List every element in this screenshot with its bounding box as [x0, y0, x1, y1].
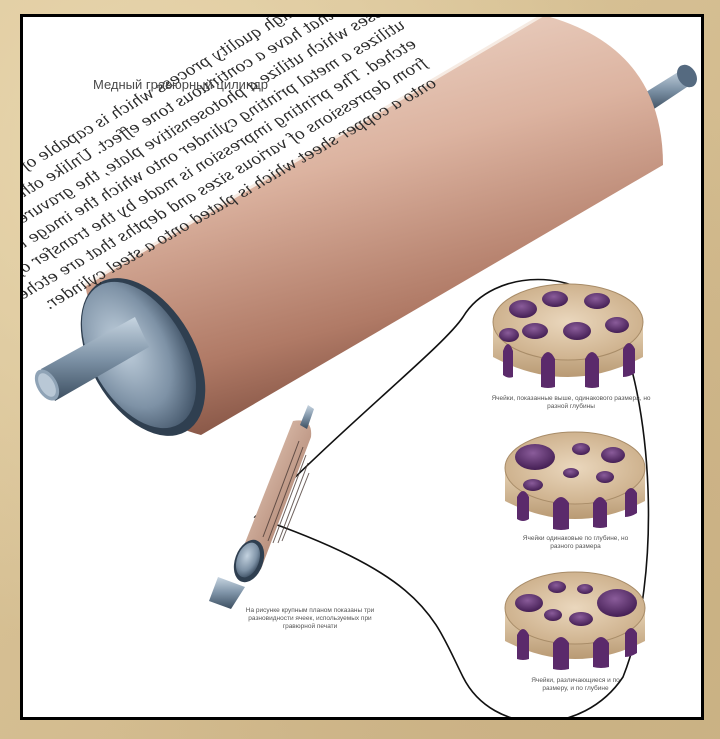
illustration-panel: Gravure is a high quality process which … — [20, 14, 704, 720]
caption-same-depth: Ячейки одинаковые по глубине, но разного… — [513, 535, 638, 551]
diagram-title: Медный гравюрный цилиндр — [93, 77, 268, 92]
caption-same-size: Ячейки, показанные выше, одинакового раз… — [486, 395, 656, 411]
caption-closeup-note: На рисунке крупным планом показаны три р… — [235, 607, 385, 631]
caption-varying: Ячейки, различающиеся и по размеру, и по… — [528, 677, 623, 693]
